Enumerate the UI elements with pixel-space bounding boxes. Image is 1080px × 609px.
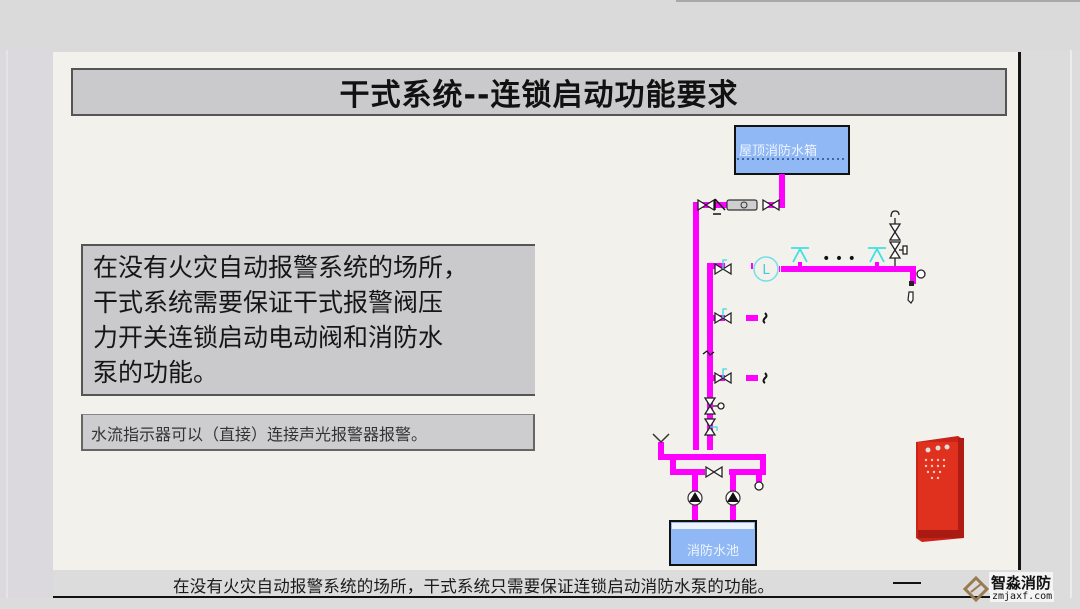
sub-text-box: 水流指示器可以（直接）连接声光报警器报警。: [81, 414, 535, 451]
watermark-name: 智淼消防: [989, 572, 1054, 593]
signal-mark-icon: [710, 426, 718, 431]
roof-tank-label: 屋顶消防水箱: [739, 144, 818, 159]
sub-text: 水流指示器可以（直接）连接声光报警器报警。: [91, 425, 428, 444]
main-text-line: 力开关连锁启动电动阀和消防水: [93, 323, 444, 352]
ellipsis-dots: • • •: [822, 251, 856, 267]
watermark-url: zmjaxf.com: [990, 591, 1055, 602]
main-text-line: 在没有火灾自动报警系统的场所，: [93, 253, 469, 282]
main-text-box: 在没有火灾自动报警系统的场所， 干式系统需要保证干式报警阀压 力开关连锁启动电动…: [81, 244, 535, 396]
right-panel: [1022, 50, 1080, 609]
gate-valve-icon: [705, 465, 723, 479]
pressure-gauge-icon: [907, 269, 926, 304]
pump-control-cabinet-icon: [916, 436, 964, 542]
watermark: 智淼消防 zmjaxf.com: [963, 572, 1080, 606]
roof-tank-icon: [734, 125, 850, 175]
pressure-gauge-icon: [754, 481, 764, 491]
divider: [1070, 50, 1072, 609]
divider: [676, 0, 1080, 2]
divider: [6, 50, 8, 609]
flow-switch-icon: [726, 199, 758, 211]
slide-title: 干式系统--连锁启动功能要求: [339, 78, 739, 113]
caption-text: 在没有火灾自动报警系统的场所，干式系统只需要保证连锁启动消防水泵的功能。: [173, 577, 775, 596]
test-valve-icon: [888, 210, 908, 266]
piping-diagram: L • • •: [652, 125, 926, 566]
signal-valve-icon: [714, 262, 732, 385]
fire-pool-icon: [669, 520, 757, 566]
water-flow-indicator-icon: L: [753, 256, 779, 282]
dry-alarm-valve-icon: [703, 397, 725, 436]
wavy-end-icon: [762, 312, 768, 384]
main-text-line: 泵的功能。: [93, 358, 219, 387]
pipe-network: [658, 174, 916, 532]
divider: [893, 582, 921, 584]
check-valve-icon: [713, 198, 726, 215]
slide-title-box: 干式系统--连锁启动功能要求: [71, 68, 1007, 116]
bottom-band: [0, 598, 1080, 609]
main-text-line: 干式系统需要保证干式报警阀压: [93, 288, 444, 317]
fire-pool-label: 消防水池: [687, 544, 740, 559]
signal-mark-icon: [722, 259, 727, 378]
slide: 干式系统--连锁启动功能要求 在没有火灾自动报警系统的场所， 干式系统需要保证干…: [53, 52, 1021, 570]
svg-text:L: L: [762, 263, 770, 278]
left-panel: [0, 50, 54, 609]
top-strip: [0, 0, 1080, 52]
sprinkler-icon: [791, 247, 886, 266]
subtitle-caption: 在没有火灾自动报警系统的场所，干式系统只需要保证连锁启动消防水泵的功能。: [53, 570, 1021, 598]
break-mark-icon: [702, 350, 715, 356]
watermark-logo-icon: [963, 576, 989, 602]
gate-valve-icon: [697, 198, 780, 212]
fire-pump-icon: [687, 490, 741, 506]
pumper-connection-icon: [652, 433, 670, 444]
